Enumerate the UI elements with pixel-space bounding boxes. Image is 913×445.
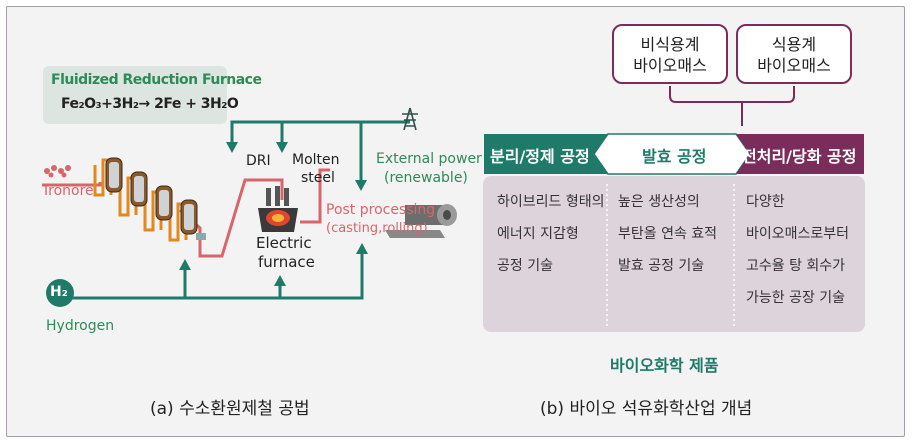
food-biomass-line-2: 바이오매스 [757,56,831,75]
steel-process-diagram [42,107,457,307]
h2-circle [46,279,74,307]
column-separation-line: 에너지 지감형 [497,226,579,242]
hydrogen-label: Hydrogen [46,318,115,334]
reduction-furnaces [105,157,198,235]
product-label: 바이오화학 제품 [610,356,719,375]
external-power-label-1: External power [376,151,482,167]
column-separation-line: 하이브리드 형태의 [497,194,605,210]
food-biomass-line-1: 식용계 [771,35,817,54]
power-line [230,120,410,146]
reaction-box: Fluidized Reduction Furnace Fe₂O₃+3H₂→ 2… [43,66,262,124]
column-fermentation-line: 발효 공정 기술 [618,258,705,274]
process-description-panel [483,176,865,332]
column-separation: 하이브리드 형태의 에너지 지감형 공정 기술 [497,190,605,278]
stage-pretreatment-label: 전처리/당화 공정 [742,147,857,166]
valve-icon [196,233,206,240]
post-processing-label-2: (casting,rolling) [326,221,428,236]
column-fermentation: 높은 생산성의 부탄올 연속 효적 발효 공정 기술 [618,190,717,278]
food-biomass-box: 식용계 바이오매스 [736,24,852,84]
ironore-icon [44,165,71,178]
molten-steel-label-2: steel [301,170,335,186]
process-stage-bar [484,133,864,175]
stage-separation-shape [484,134,608,174]
caption-b: (b) 바이오 석유화학산업 개념 [540,399,753,419]
reaction-equation: Fe₂O₃+3H₂→ 2Fe + 3H₂O [61,96,239,112]
biomass-connector [669,86,795,126]
electric-furnace-label-1: Electric [256,234,312,252]
column-separation-line: 공정 기술 [497,258,553,274]
molten-steel-pipe [300,168,330,224]
column-pretreatment-line: 바이오매스로부터 [746,226,850,242]
power-pylon-icon [402,107,418,131]
h2-badge: H₂ [50,284,68,300]
non-food-biomass-box: 비식용계 바이오매스 [612,24,728,84]
column-pretreatment: 다양한 바이오매스로부터 고수율 탕 회수가 가능한 공장 기술 [746,190,849,310]
column-pretreatment-line: 고수율 탕 회수가 [746,258,846,274]
ironore-label: Ironore [44,183,94,199]
stage-separation-label: 분리/정제 공정 [490,147,590,166]
reaction-title: Fluidized Reduction Furnace [51,72,262,88]
column-fermentation-line: 부탄올 연속 효적 [618,226,718,242]
column-pretreatment-line: 다양한 [746,194,785,210]
non-food-biomass-line-1: 비식용계 [640,35,700,54]
electric-furnace-icon [258,186,298,232]
external-power-label-2: (renewable) [384,170,468,186]
non-food-biomass-line-2: 바이오매스 [633,56,707,75]
column-pretreatment-line: 가능한 공장 기술 [746,290,846,306]
material-pipe [178,178,284,258]
electric-furnace-label-2: furnace [258,253,315,271]
post-processing-label-1: Post processing [326,202,436,218]
steel-coil-icon [385,204,457,238]
column-fermentation-line: 높은 생산성의 [618,194,700,210]
hydrogen-pipe [70,250,364,300]
dri-label: DRI [246,153,271,169]
stage-fermentation-label: 발효 공정 [642,147,707,166]
molten-steel-label-1: Molten [292,152,340,168]
column-dividers [606,184,735,326]
caption-a: (a) 수소환원제철 공법 [150,399,310,419]
stage-pretreatment-shape [736,134,864,174]
